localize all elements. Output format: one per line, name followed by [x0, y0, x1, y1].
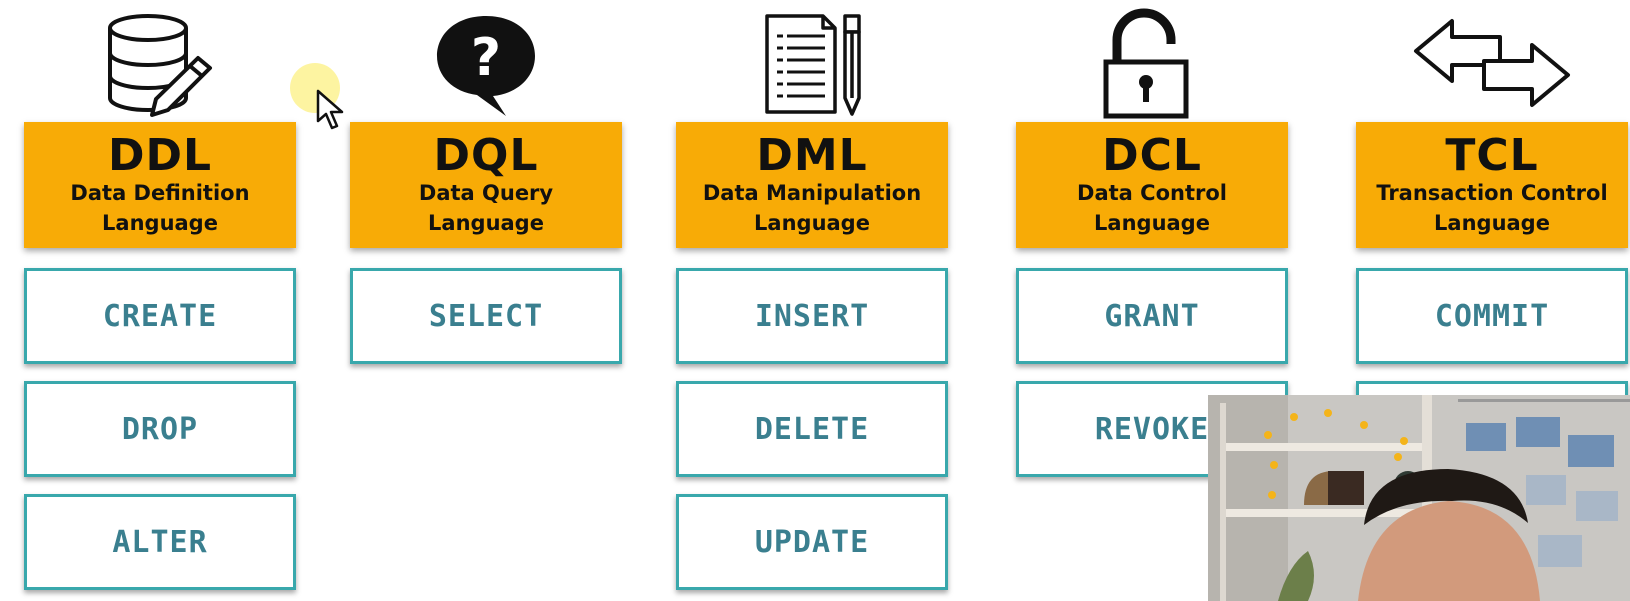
category-name-line2: Language: [754, 211, 870, 235]
category-name-line2: Language: [1094, 211, 1210, 235]
unlocked-padlock-icon: [1016, 6, 1288, 120]
dcl-header: DCL Data Control Language: [1016, 122, 1288, 248]
command-select: SELECT: [350, 268, 622, 364]
category-name-line1: Data Definition: [70, 181, 250, 205]
category-abbr: DML: [756, 130, 868, 181]
category-name-line1: Data Query: [418, 181, 554, 205]
category-abbr: DQL: [433, 130, 539, 181]
category-ddl: DDL Data Definition Language CREATE DROP…: [24, 0, 296, 601]
command-delete: DELETE: [676, 381, 948, 477]
category-name-line1: Data Control: [1077, 181, 1227, 205]
category-abbr: DDL: [107, 130, 213, 181]
svg-text:?: ?: [471, 28, 501, 88]
command-drop: DROP: [24, 381, 296, 477]
category-name-line2: Language: [428, 211, 544, 235]
database-pencil-icon: [24, 6, 296, 120]
category-name-line2: Language: [102, 211, 218, 235]
ddl-header: DDL Data Definition Language: [24, 122, 296, 248]
command-commit: COMMIT: [1356, 268, 1628, 364]
presenter-webcam-feed: [1208, 395, 1630, 601]
command-alter: ALTER: [24, 494, 296, 590]
mouse-pointer-icon: [316, 89, 346, 135]
category-abbr: DCL: [1102, 130, 1202, 181]
category-name-line1: Transaction Control: [1376, 181, 1608, 205]
category-name-line1: Data Manipulation: [702, 181, 922, 205]
swap-arrows-icon: [1356, 6, 1628, 120]
document-pencil-icon: [676, 6, 948, 120]
command-update: UPDATE: [676, 494, 948, 590]
dml-header: DML Data Manipulation Language: [676, 122, 948, 248]
category-dql: ? DQL Data Query Language SELECT: [350, 0, 622, 601]
category-dml: DML Data Manipulation Language INSERT DE…: [676, 0, 948, 601]
tcl-header: TCL Transaction Control Language: [1356, 122, 1628, 248]
category-abbr: TCL: [1445, 130, 1539, 181]
category-name-line2: Language: [1434, 211, 1550, 235]
question-bubble-icon: ?: [350, 6, 622, 120]
dql-header: DQL Data Query Language: [350, 122, 622, 248]
command-grant: GRANT: [1016, 268, 1288, 364]
command-insert: INSERT: [676, 268, 948, 364]
command-create: CREATE: [24, 268, 296, 364]
